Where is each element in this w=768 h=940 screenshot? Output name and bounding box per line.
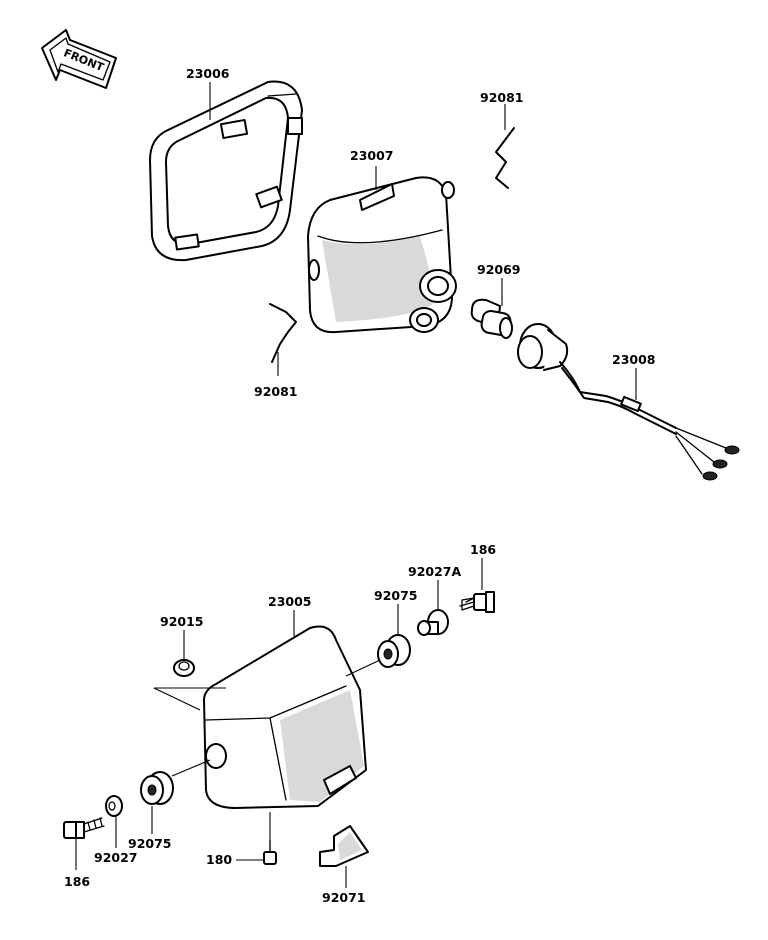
collar-right-part [417,609,449,636]
nut-part [173,659,195,677]
leader-grommet-left-to-cover [171,759,211,777]
label-92075-left: 92075 [128,836,172,851]
grommet-left-part [140,771,174,805]
grommet-right-part [377,634,411,668]
headlight-housing-part [307,176,457,334]
label-186-right: 186 [470,542,496,557]
label-92027: 92027 [94,850,138,865]
label-92027A: 92027A [408,564,461,579]
spring-clip-left-part [269,303,297,363]
headlight-bulb-part [470,298,513,339]
label-92075-right: 92075 [374,588,418,603]
label-92081-left: 92081 [254,384,298,399]
leader-grommet-to-cover [345,659,381,677]
bracket-part [319,825,369,867]
label-180: 180 [206,852,232,867]
front-direction-arrow-icon: FRONT [41,29,117,89]
headlight-rim-part [149,80,303,262]
label-92081-top: 92081 [480,90,524,105]
bolt-left-part [63,817,105,839]
bolt-right-part [459,591,495,613]
label-92015: 92015 [160,614,204,629]
label-23007: 23007 [350,148,394,163]
label-23006: 23006 [186,66,230,81]
spring-clip-top-part [495,127,515,189]
label-23008: 23008 [612,352,656,367]
headlight-cover-part [203,625,367,809]
collar-left-part [105,795,123,817]
bulb-socket-wire-part [517,323,740,481]
label-92069: 92069 [477,262,521,277]
label-92071: 92071 [322,890,366,905]
label-186-left: 186 [64,874,90,889]
leader-92015-to-cover [153,687,226,711]
label-23005: 23005 [268,594,312,609]
